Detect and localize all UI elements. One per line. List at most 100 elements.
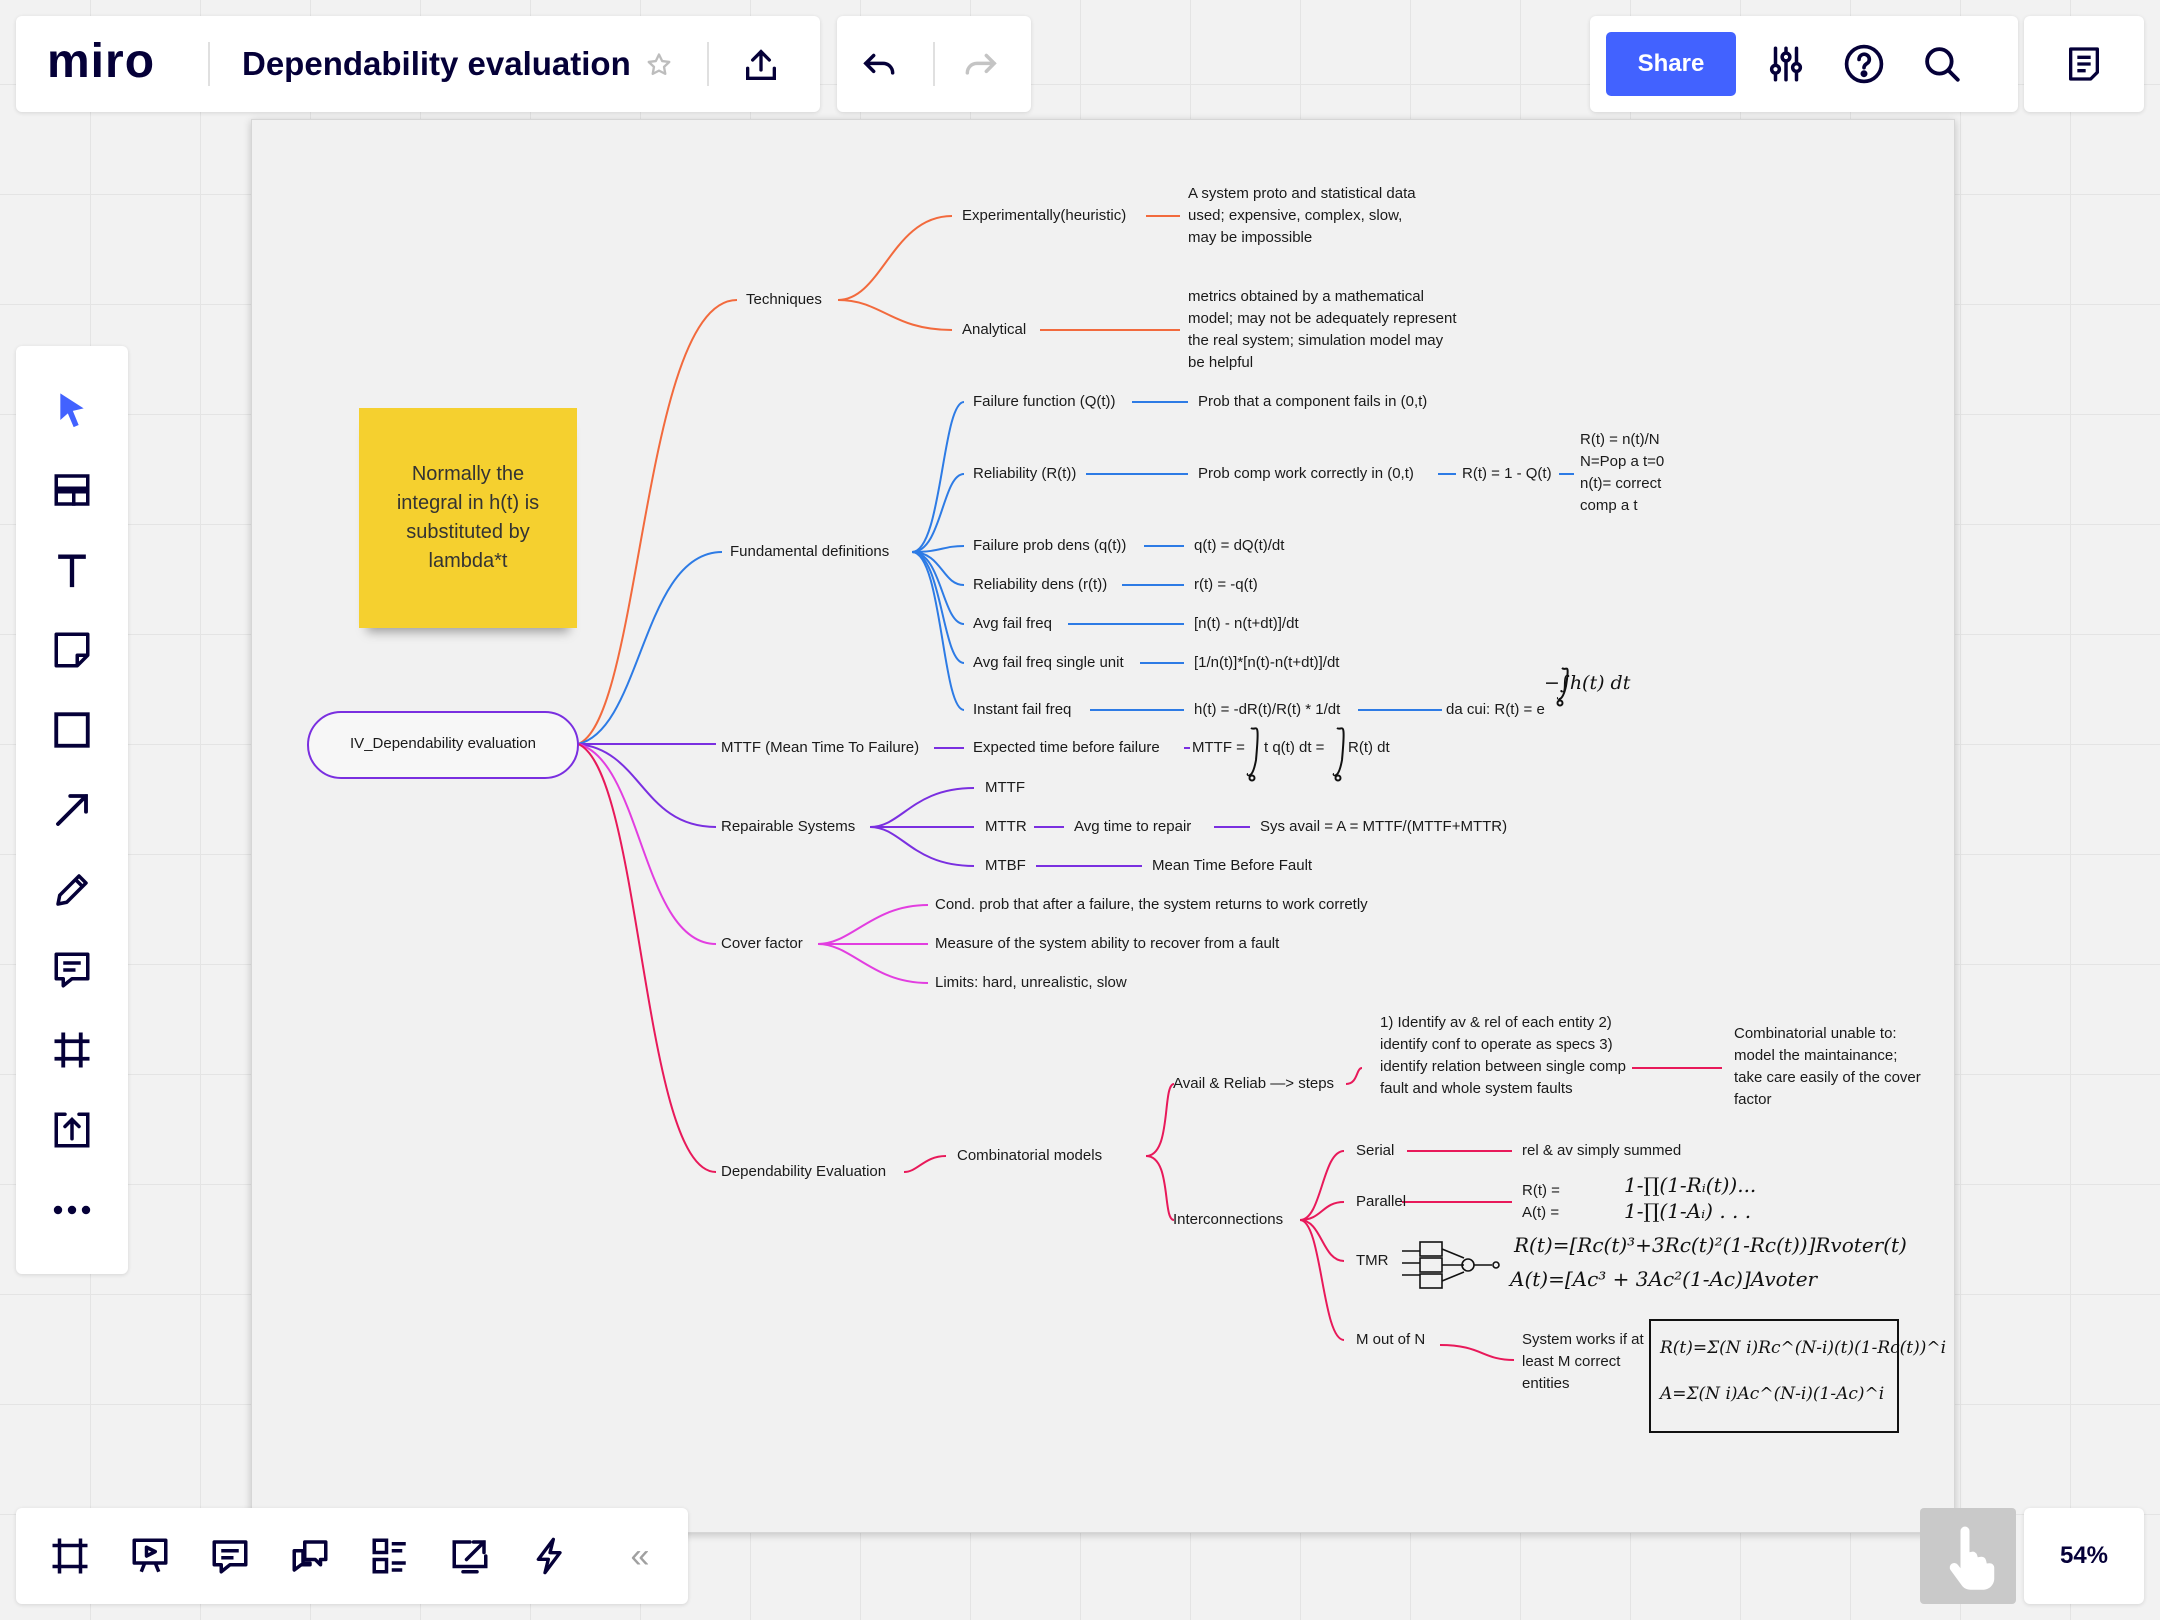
node-cover-factor-item[interactable]: Cond. prob that after a failure, the sys…	[935, 896, 1368, 913]
node-avg-fail-freq[interactable]: Avg fail freq	[973, 615, 1052, 632]
node-mttf-definition[interactable]: Expected time before failure	[973, 739, 1160, 756]
settings-sliders-icon[interactable]	[1762, 40, 1810, 88]
node-combinatorial-models[interactable]: Combinatorial models	[957, 1147, 1103, 1164]
sticky-note[interactable]: Normally the integral in h(t) is substit…	[359, 408, 577, 628]
zoom-level[interactable]: 54%	[2059, 1542, 2109, 1569]
sticky-note-text: Normally the integral in h(t) is substit…	[396, 463, 540, 572]
handwritten-parallel-r: 1-∏(1-Rᵢ(t))...	[1624, 1173, 1757, 1197]
node-experimental[interactable]: Experimentally(heuristic)	[962, 207, 1127, 224]
notes-panel-toggle	[2024, 16, 2144, 112]
comments-panel-icon[interactable]	[206, 1532, 254, 1580]
sticky-note-icon[interactable]	[30, 620, 114, 680]
node-combinatorial-limits[interactable]: Combinatorial unable to: model the maint…	[1734, 1025, 1921, 1108]
mindmap-connectors	[307, 215, 1899, 1433]
node-interconnections[interactable]: Interconnections	[1173, 1211, 1284, 1228]
node-avail-reliab-steps[interactable]: Avail & Reliab —> steps	[1173, 1075, 1335, 1092]
handwritten-integral-marks	[1246, 667, 1569, 782]
node-mttr-def[interactable]: Avg time to repair	[1074, 818, 1192, 835]
frame-icon[interactable]	[30, 1020, 114, 1080]
node-parallel-r[interactable]: R(t) =	[1522, 1182, 1560, 1199]
node-cover-factor-item[interactable]: Limits: hard, unrealistic, slow	[935, 974, 1127, 991]
comment-icon[interactable]	[30, 940, 114, 1000]
arrow-icon[interactable]	[30, 780, 114, 840]
share-screen-icon[interactable]	[446, 1532, 494, 1580]
node-sys-avail[interactable]: Sys avail = A = MTTF/(MTTF+MTTR)	[1260, 818, 1508, 835]
node-cover-factor[interactable]: Cover factor	[721, 935, 803, 952]
frames-icon[interactable]	[46, 1532, 94, 1580]
node-reliability-def[interactable]: Prob comp work correctly in (0,t)	[1198, 465, 1414, 482]
node-parallel[interactable]: Parallel	[1356, 1193, 1407, 1210]
node-techniques[interactable]: Techniques	[746, 291, 822, 308]
chat-icon[interactable]	[286, 1532, 334, 1580]
redo-icon[interactable]	[957, 42, 1003, 88]
share-button[interactable]: Share	[1606, 32, 1736, 96]
node-reliability[interactable]: Reliability (R(t))	[973, 465, 1077, 482]
node-avg-fail-freq-single[interactable]: Avg fail freq single unit	[973, 654, 1124, 671]
node-experimental-note[interactable]: A system proto and statistical data used…	[1188, 185, 1416, 246]
miro-logo[interactable]: miro	[47, 35, 156, 88]
node-repairable-systems[interactable]: Repairable Systems	[721, 818, 856, 835]
node-avg-fail-freq-single-def[interactable]: [1/n(t)]*[n(t)-n(t+dt)]/dt	[1194, 654, 1340, 671]
templates-icon[interactable]	[30, 460, 114, 520]
node-m-out-of-n[interactable]: M out of N	[1356, 1331, 1426, 1348]
root-node[interactable]: IV_Dependability evaluation	[350, 735, 536, 752]
node-reliability-dens[interactable]: Reliability dens (r(t))	[973, 576, 1108, 593]
node-repairable-mttr[interactable]: MTTR	[985, 818, 1027, 835]
node-analytical[interactable]: Analytical	[962, 321, 1027, 338]
node-reliability-note[interactable]: R(t) = n(t)/N N=Pop a t=0 n(t)= correct …	[1580, 431, 1665, 514]
node-failure-prob-dens[interactable]: Failure prob dens (q(t))	[973, 537, 1127, 554]
header-divider	[933, 42, 935, 86]
node-mtbf-def[interactable]: Mean Time Before Fault	[1152, 857, 1313, 874]
node-reliability-dens-def[interactable]: r(t) = -q(t)	[1194, 576, 1258, 593]
collapse-toolbar-icon[interactable]: «	[630, 1536, 650, 1575]
node-serial[interactable]: Serial	[1356, 1142, 1395, 1159]
node-mttf[interactable]: MTTF (Mean Time To Failure)	[721, 739, 920, 756]
card-list-icon[interactable]	[366, 1532, 414, 1580]
node-repairable-mtbf[interactable]: MTBF	[985, 857, 1026, 874]
board-title[interactable]: Dependability evaluation	[242, 45, 631, 82]
node-dependability-evaluation[interactable]: Dependability Evaluation	[721, 1163, 887, 1180]
hand-tool-button[interactable]	[1920, 1508, 2016, 1604]
mttf-formula-mid: t q(t) dt =	[1264, 739, 1325, 756]
node-tmr[interactable]: TMR	[1356, 1252, 1389, 1269]
node-instant-fail-freq-def[interactable]: h(t) = -dR(t)/R(t) * 1/dt	[1194, 701, 1341, 718]
shape-icon[interactable]	[30, 700, 114, 760]
help-icon[interactable]	[1840, 40, 1888, 88]
node-failure-function[interactable]: Failure function (Q(t))	[973, 393, 1116, 410]
dependability-branch-lines	[577, 743, 1722, 1361]
collaboration-toolbar: Share	[1590, 16, 2018, 112]
upload-board-icon[interactable]	[30, 1100, 114, 1160]
node-reliability-formula[interactable]: R(t) = 1 - Q(t)	[1462, 465, 1552, 482]
node-analytical-note[interactable]: metrics obtained by a mathematical model…	[1188, 288, 1457, 371]
handwritten-m-out-of-n-a: A=Σ(N i)Ac^(N-i)(1-Ac)^i	[1660, 1384, 1885, 1404]
pen-icon[interactable]	[30, 860, 114, 920]
node-failure-prob-dens-def[interactable]: q(t) = dQ(t)/dt	[1194, 537, 1285, 554]
node-steps-text[interactable]: 1) Identify av & rel of each entity 2) i…	[1380, 1014, 1626, 1097]
handwritten-exponent: −∫h(t) dt	[1544, 672, 1631, 694]
zoom-control: 54%	[2024, 1508, 2144, 1604]
node-repairable-mttf[interactable]: MTTF	[985, 779, 1025, 796]
presentation-icon[interactable]	[126, 1532, 174, 1580]
star-icon[interactable]	[642, 48, 676, 82]
text-icon[interactable]	[30, 540, 114, 600]
node-instant-fail-freq-result[interactable]: da cui: R(t) = e	[1446, 701, 1545, 718]
creation-toolbar	[16, 346, 128, 1274]
node-cover-factor-item[interactable]: Measure of the system ability to recover…	[935, 935, 1280, 952]
node-instant-fail-freq[interactable]: Instant fail freq	[973, 701, 1072, 718]
more-icon[interactable]	[30, 1180, 114, 1240]
node-failure-function-def[interactable]: Prob that a component fails in (0,t)	[1198, 393, 1428, 410]
handwritten-tmr-a: A(t)=[Ac³ + 3Ac²(1-Ac)]Avoter	[1510, 1267, 1818, 1291]
search-icon[interactable]	[1918, 40, 1966, 88]
root-node-outline	[307, 711, 579, 779]
node-m-out-of-n-def[interactable]: System works if at least M correct entit…	[1522, 1331, 1644, 1392]
node-parallel-a[interactable]: A(t) =	[1522, 1204, 1560, 1221]
undo-icon[interactable]	[857, 42, 903, 88]
node-fundamental-definitions[interactable]: Fundamental definitions	[730, 543, 890, 560]
lightning-icon[interactable]	[526, 1532, 574, 1580]
node-serial-def[interactable]: rel & av simply summed	[1522, 1142, 1682, 1159]
select-cursor-icon[interactable]	[30, 380, 114, 440]
node-avg-fail-freq-def[interactable]: [n(t) - n(t+dt)]/dt	[1194, 615, 1299, 632]
upload-icon[interactable]	[738, 42, 784, 88]
notes-icon[interactable]	[2060, 40, 2108, 88]
board-frame[interactable]: Normally the integral in h(t) is substit…	[251, 119, 1955, 1533]
